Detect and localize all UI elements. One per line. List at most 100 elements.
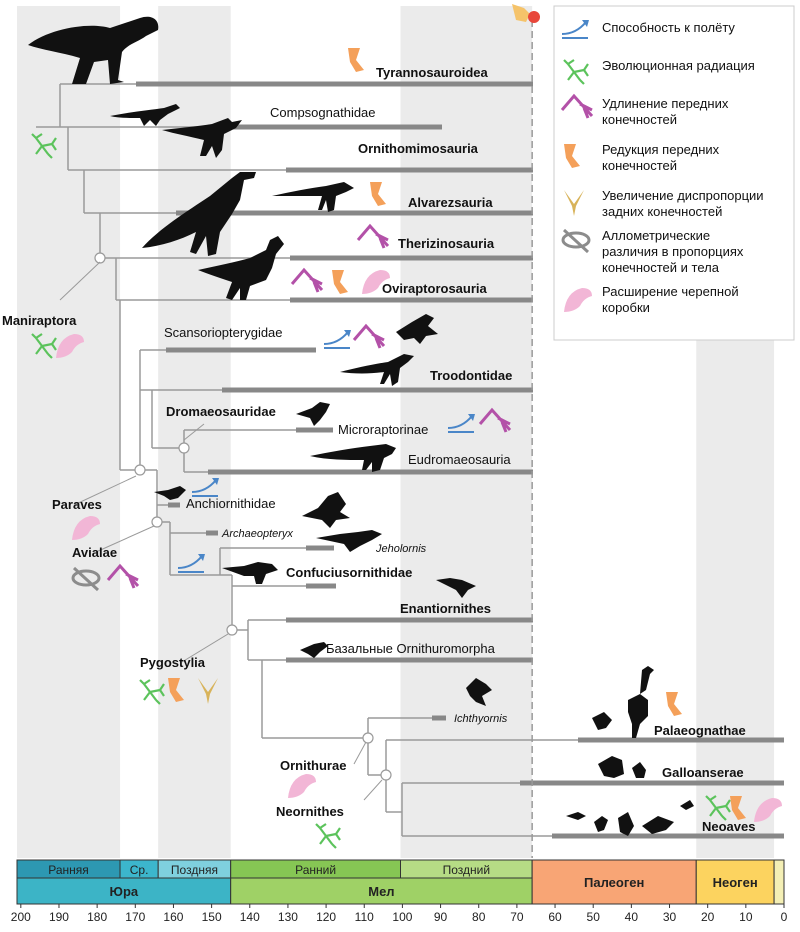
braincase-icon bbox=[754, 798, 782, 822]
forelimb-reduction-icon bbox=[666, 692, 682, 716]
node-neornithes: Neornithes bbox=[276, 804, 344, 819]
anchiornithid-silhouette bbox=[154, 486, 186, 500]
radiation-icon bbox=[563, 59, 589, 85]
troodontid-silhouette bbox=[340, 354, 414, 386]
radiation-icon bbox=[31, 133, 57, 159]
tick-label: 160 bbox=[163, 910, 183, 924]
alvarezsaur-silhouette bbox=[272, 182, 354, 212]
forelimb-reduction-icon bbox=[730, 796, 746, 820]
node-marker bbox=[134, 464, 146, 476]
braincase-icon bbox=[56, 334, 84, 358]
epoch-label: Ранняя bbox=[48, 863, 89, 877]
forelimb-reduction-icon bbox=[332, 270, 348, 294]
clade-troodontidae: Troodontidae bbox=[430, 368, 512, 383]
clade-archaeopteryx: Archaeopteryx bbox=[221, 528, 293, 540]
leader-line bbox=[363, 779, 383, 801]
therizinosaur-silhouette bbox=[142, 172, 256, 256]
clade-galloanserae: Galloanserae bbox=[662, 765, 744, 780]
forelimb-elongation-icon bbox=[106, 563, 140, 589]
flight-icon bbox=[561, 20, 589, 39]
clade-tyrannosauroidea: Tyrannosauroidea bbox=[376, 65, 489, 80]
tick-label: 150 bbox=[202, 910, 222, 924]
eudromaeosaur-silhouette bbox=[310, 444, 396, 472]
leader-line bbox=[181, 633, 229, 663]
node-marker bbox=[178, 442, 190, 454]
node-marker bbox=[94, 252, 106, 264]
tick-label: 110 bbox=[355, 910, 374, 924]
tick-label: 130 bbox=[278, 910, 298, 924]
tick-label: 100 bbox=[392, 910, 412, 924]
tick-label: 0 bbox=[781, 910, 788, 924]
clade-therizinosauria: Therizinosauria bbox=[398, 236, 495, 251]
node-avialae: Avialae bbox=[72, 545, 117, 560]
microraptor-silhouette bbox=[296, 402, 330, 426]
node-ornithurae: Ornithurae bbox=[280, 758, 346, 773]
radiation-icon bbox=[705, 795, 731, 821]
clade-basal-ornithuromorpha: Базальные Ornithuromorpha bbox=[326, 641, 496, 656]
forelimb-reduction-icon bbox=[370, 182, 386, 206]
node-marker bbox=[380, 769, 392, 781]
hindlimb-disparity-icon bbox=[564, 190, 584, 216]
epoch-label: Поздний bbox=[443, 863, 490, 877]
braincase-icon bbox=[564, 288, 592, 312]
period-box bbox=[531, 859, 697, 905]
forelimb-elongation-icon bbox=[478, 407, 512, 433]
clade-confuciusornithidae: Confuciusornithidae bbox=[286, 565, 412, 580]
tick-label: 80 bbox=[472, 910, 486, 924]
ornithuromorph-silhouette bbox=[300, 642, 328, 658]
tyrannosaur-silhouette bbox=[28, 16, 159, 84]
enantiornithine-silhouette bbox=[436, 578, 476, 598]
flight-icon bbox=[177, 554, 205, 573]
clade-neoaves: Neoaves bbox=[702, 819, 755, 834]
period-box bbox=[16, 877, 232, 905]
clade-scansoriopterygidae: Scansoriopterygidae bbox=[164, 325, 283, 340]
forelimb-elongation-icon bbox=[352, 323, 386, 349]
clade-ornithomimosauria: Ornithomimosauria bbox=[358, 141, 479, 156]
clade-compsognathidae: Compsognathidae bbox=[270, 105, 376, 120]
neoaves-silhouette bbox=[566, 800, 694, 836]
tick-label: 70 bbox=[510, 910, 524, 924]
archaeopteryx-silhouette bbox=[302, 492, 350, 528]
period-box bbox=[773, 859, 785, 905]
braincase-icon bbox=[362, 270, 390, 294]
node-marker bbox=[362, 732, 374, 744]
epoch-label: Ср. bbox=[130, 863, 149, 877]
oviraptorosaur-silhouette bbox=[198, 236, 284, 300]
tick-label: 170 bbox=[125, 910, 145, 924]
forelimb-elongation-icon bbox=[356, 223, 390, 249]
leader-line bbox=[95, 525, 155, 553]
node-marker bbox=[151, 516, 163, 528]
forelimb-elongation-icon bbox=[560, 93, 594, 119]
tree-branches bbox=[36, 83, 578, 837]
tick-label: 40 bbox=[625, 910, 639, 924]
radiation-icon bbox=[31, 333, 57, 359]
legend-label: Эволюционная радиация bbox=[602, 58, 755, 73]
period-label: Палеоген bbox=[584, 875, 644, 890]
flight-icon bbox=[447, 414, 475, 433]
clade-alvarezsauria: Alvarezsauria bbox=[408, 195, 493, 210]
forelimb-reduction-icon bbox=[348, 48, 364, 72]
tick-label: 140 bbox=[240, 910, 260, 924]
epoch-label: Ранний bbox=[295, 863, 336, 877]
allometry-icon bbox=[71, 566, 101, 592]
stratigraphic-ranges bbox=[136, 81, 784, 839]
tick-label: 60 bbox=[548, 910, 562, 924]
tick-label: 190 bbox=[49, 910, 69, 924]
leader-line bbox=[353, 741, 367, 765]
galloanserae-silhouette bbox=[598, 756, 646, 778]
tick-label: 10 bbox=[739, 910, 753, 924]
allometry-icon bbox=[561, 228, 591, 254]
clade-jeholornis: Jeholornis bbox=[375, 543, 427, 555]
jeholornis-silhouette bbox=[316, 530, 382, 552]
node-maniraptora: Maniraptora bbox=[2, 313, 77, 328]
radiation-icon bbox=[315, 823, 341, 849]
tick-label: 180 bbox=[87, 910, 107, 924]
leader-line bbox=[59, 261, 101, 301]
